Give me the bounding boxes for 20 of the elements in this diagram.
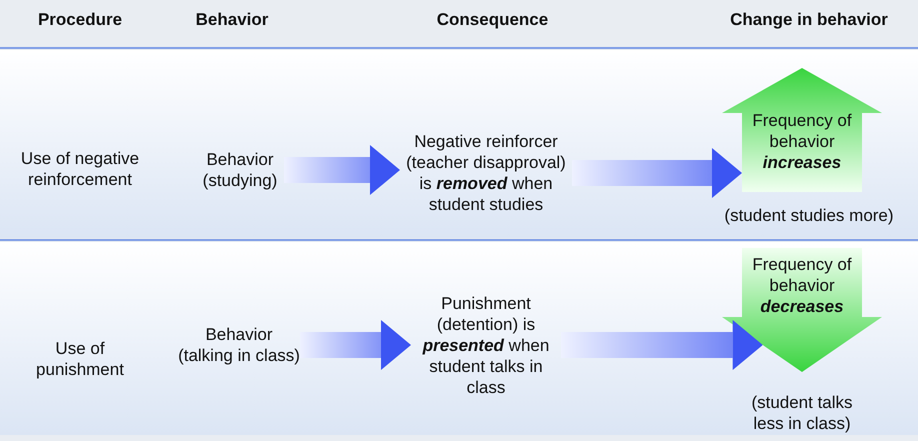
node-text: Punishment (detention) is presented when student talks in class	[422, 292, 550, 398]
column-header: Consequence	[436, 10, 550, 30]
arrow	[572, 148, 742, 198]
node-text: Frequency of behavior decreases	[751, 254, 853, 317]
note-text: (student talks less in class)	[750, 392, 854, 434]
column-header: Procedure	[36, 10, 124, 30]
column-header: Behavior	[194, 10, 270, 30]
row-label: Use of punishment	[35, 338, 125, 380]
arrow	[300, 320, 411, 370]
column-header: Change in behavior	[729, 10, 889, 30]
node-text: Behavior (talking in class)	[178, 324, 300, 366]
down-arrow-shape	[722, 248, 882, 372]
note-text: (student studies more)	[723, 205, 895, 226]
row-label: Use of negative reinforcement	[20, 148, 140, 190]
node-text: Negative reinforcer (teacher disapproval) is removed when student studies	[405, 131, 567, 215]
node-text: Behavior (studying)	[202, 149, 278, 191]
arrow	[561, 320, 763, 370]
up-arrow-shape	[722, 68, 882, 192]
node-text: Frequency of behavior increases	[751, 110, 853, 173]
arrow	[284, 145, 400, 195]
